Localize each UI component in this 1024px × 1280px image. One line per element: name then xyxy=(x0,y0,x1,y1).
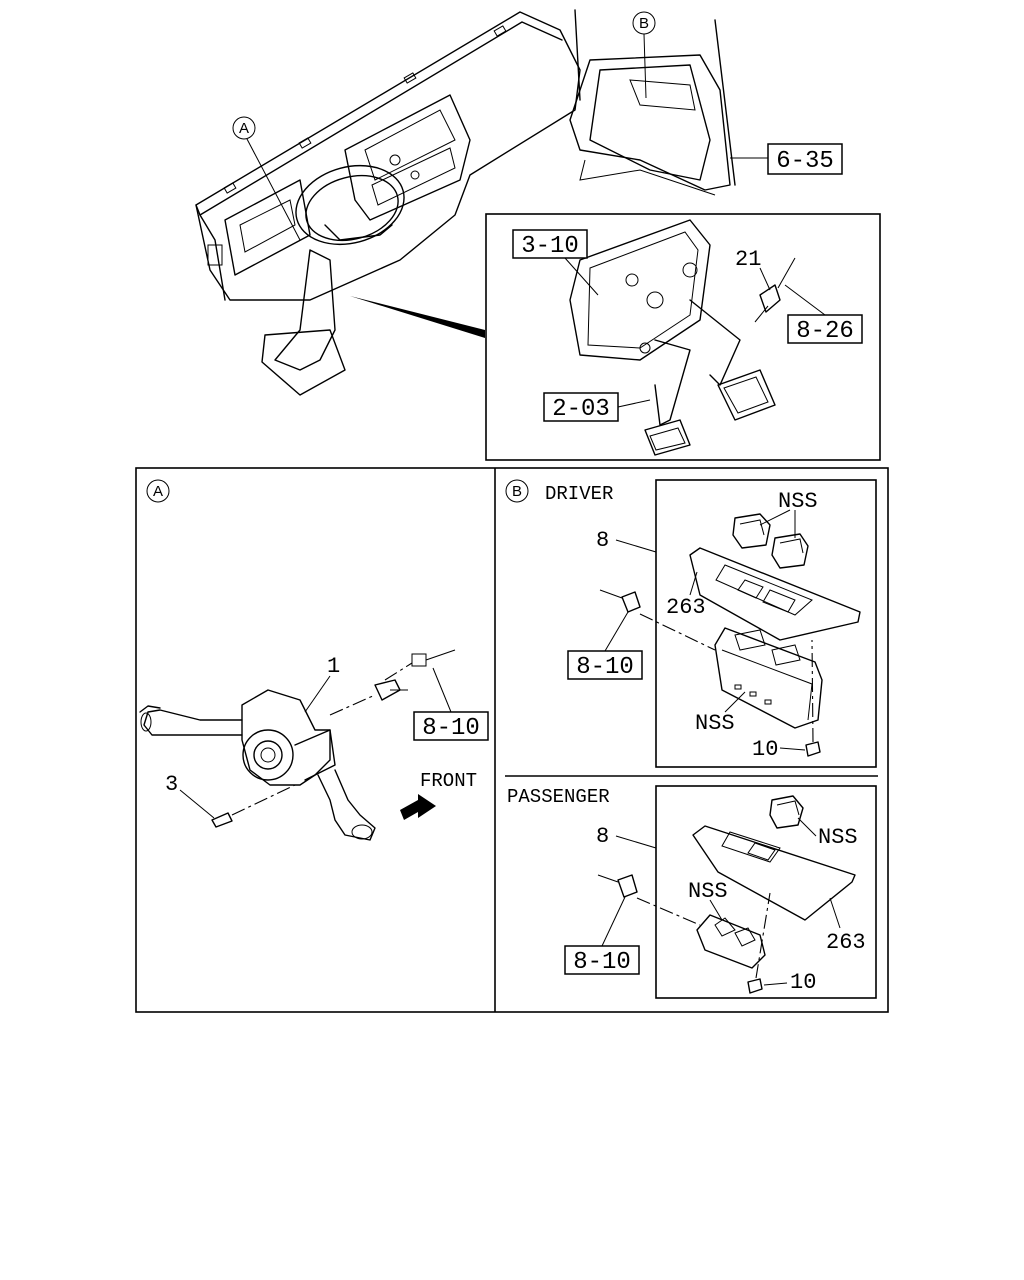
svg-text:6-35: 6-35 xyxy=(776,148,834,175)
svg-text:3-10: 3-10 xyxy=(521,233,579,260)
driver-nss-2: NSS xyxy=(695,691,746,736)
driver-part-263: 263 xyxy=(666,571,706,620)
svg-text:B: B xyxy=(639,15,649,32)
part-21-label: 21 xyxy=(735,247,771,291)
svg-text:PASSENGER: PASSENGER xyxy=(507,786,610,808)
passenger-nss-1: NSS xyxy=(797,817,858,850)
svg-text:A: A xyxy=(239,120,249,137)
ref-8-26: 8-26 xyxy=(784,284,863,345)
front-label: FRONT xyxy=(420,770,477,792)
svg-text:3: 3 xyxy=(165,772,178,797)
panel-b-passenger: PASSENGER xyxy=(507,785,877,999)
ref-2-03: 2-03 xyxy=(543,392,651,423)
svg-text:10: 10 xyxy=(752,737,778,762)
svg-text:NSS: NSS xyxy=(688,879,728,904)
part-3-label: 3 xyxy=(165,772,215,819)
ref-3-10: 3-10 xyxy=(512,229,599,296)
callout-a-top: A xyxy=(232,116,301,241)
svg-text:10: 10 xyxy=(790,970,816,995)
passenger-part-263: 263 xyxy=(826,897,866,955)
svg-text:8-10: 8-10 xyxy=(573,949,631,976)
svg-text:8-10: 8-10 xyxy=(576,654,634,681)
svg-text:1: 1 xyxy=(327,654,340,679)
part-1-label: 1 xyxy=(304,654,340,713)
svg-text:B: B xyxy=(512,483,522,500)
svg-text:NSS: NSS xyxy=(695,711,735,736)
svg-text:263: 263 xyxy=(666,595,706,620)
ref-8-10-driver: 8-10 xyxy=(567,611,643,681)
driver-part-10: 10 xyxy=(752,737,806,762)
svg-text:NSS: NSS xyxy=(778,489,818,514)
panel-b-driver: B DRIVER xyxy=(505,479,877,768)
svg-text:21: 21 xyxy=(735,247,761,272)
pedal-inset xyxy=(485,213,881,461)
svg-text:DRIVER: DRIVER xyxy=(545,483,613,505)
svg-text:A: A xyxy=(153,483,163,500)
driver-part-8: 8 xyxy=(596,528,657,553)
passenger-nss-2: NSS xyxy=(688,879,728,921)
panel-a: A xyxy=(139,479,456,841)
ref-8-10-passenger: 8-10 xyxy=(564,896,640,976)
svg-text:NSS: NSS xyxy=(818,825,858,850)
ref-6-35: 6-35 xyxy=(730,143,843,175)
dashboard-illustration xyxy=(195,9,736,396)
bottom-frame xyxy=(135,467,889,1013)
svg-text:8: 8 xyxy=(596,824,609,849)
ref-8-10-a: 8-10 xyxy=(413,667,489,742)
svg-text:8-10: 8-10 xyxy=(422,715,480,742)
driver-nss-1: NSS xyxy=(759,489,818,538)
passenger-part-10: 10 xyxy=(763,970,816,995)
passenger-part-8: 8 xyxy=(596,824,657,849)
svg-text:2-03: 2-03 xyxy=(552,396,610,423)
svg-text:8-26: 8-26 xyxy=(796,318,854,345)
callout-b-top: B xyxy=(632,11,656,99)
svg-text:8: 8 xyxy=(596,528,609,553)
svg-text:263: 263 xyxy=(826,930,866,955)
